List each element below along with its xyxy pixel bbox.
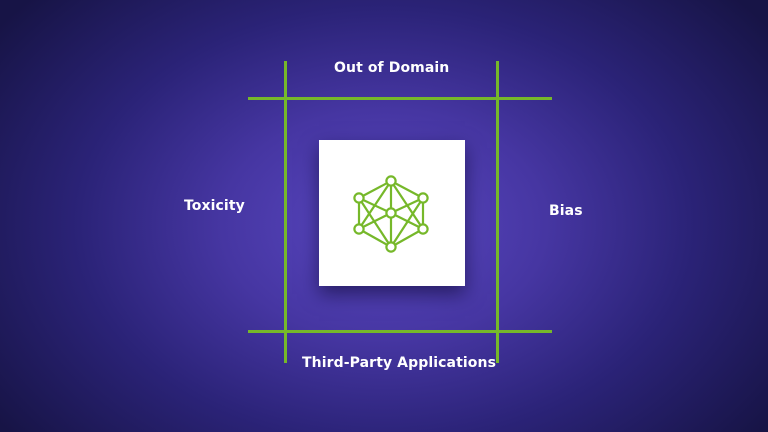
model-card <box>319 140 465 286</box>
label-toxicity: Toxicity <box>184 198 245 214</box>
bottom-frame-line <box>248 330 552 333</box>
label-bias: Bias <box>549 203 583 219</box>
right-frame-line <box>496 61 499 363</box>
top-frame-line <box>248 97 552 100</box>
left-frame-line <box>284 61 287 363</box>
label-third-party-applications: Third-Party Applications <box>302 355 497 371</box>
label-out-of-domain: Out of Domain <box>334 60 450 76</box>
neural-network-icon <box>353 175 429 253</box>
